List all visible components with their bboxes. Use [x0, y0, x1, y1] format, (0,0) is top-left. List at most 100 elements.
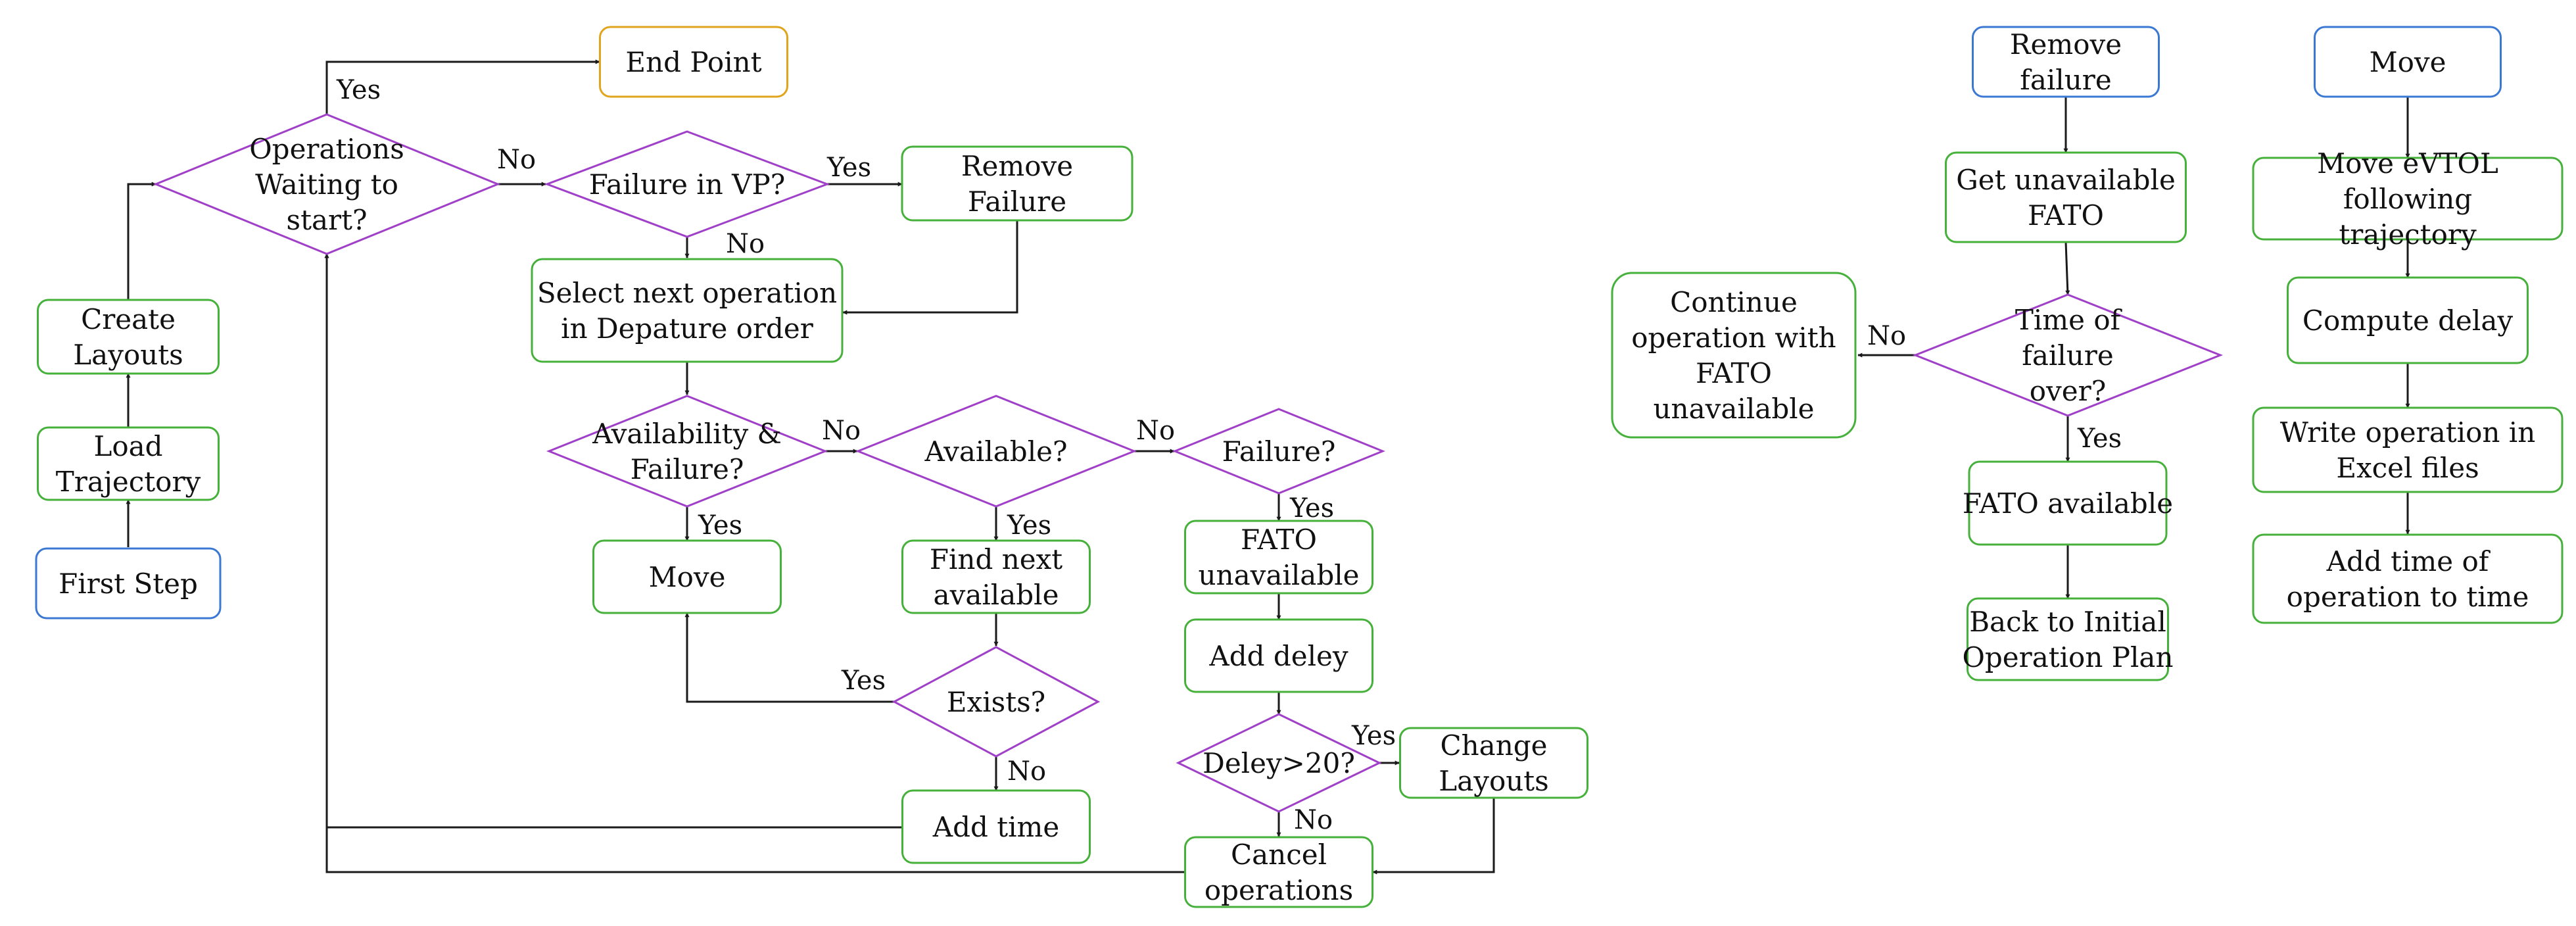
node-label-first-step: First Step	[59, 568, 198, 600]
edge-get-unavailable-to-time-of-failure	[2064, 241, 2070, 295]
node-failure-q: Failure?	[1172, 408, 1385, 495]
process-box-add-deley	[1184, 618, 1373, 693]
decision-diamond-operations-waiting	[153, 113, 500, 255]
decision-diamond-available	[855, 395, 1137, 508]
process-box-move-evtol	[2252, 157, 2564, 241]
edges-layer	[126, 59, 2410, 875]
process-box-remove-failure-main	[901, 145, 1133, 222]
start-box-first-step	[35, 547, 222, 620]
node-label-add-time: Add time	[932, 811, 1059, 843]
edge-label-exists-yes: Yes	[841, 666, 886, 696]
node-label-failure-q: Failure?	[1222, 435, 1336, 468]
node-label-move-sub: Move	[2370, 46, 2446, 78]
node-label-compute-delay: Compute delay	[2302, 305, 2513, 337]
decision-diamond-failure-in-vp	[544, 130, 830, 238]
node-label-fato-available: FATO available	[1963, 487, 2173, 520]
node-label-availability-failure: Availability &Failure?	[592, 418, 782, 485]
node-failure-in-vp: Failure in VP?	[544, 130, 830, 238]
node-move-main: Move	[592, 539, 782, 614]
process-box-find-next-available	[901, 539, 1091, 614]
process-box-fato-unavailable	[1184, 520, 1373, 595]
edge-cancel-operations-to-operations-waiting	[324, 253, 1185, 873]
edge-label-ops-yes: Yes	[336, 75, 381, 105]
decision-diamond-availability-failure	[546, 395, 828, 508]
node-label-add-deley: Add deley	[1208, 640, 1348, 672]
node-availability-failure: Availability &Failure?	[546, 395, 828, 508]
node-add-time: Add time	[901, 789, 1091, 864]
node-exists: Exists?	[892, 646, 1101, 758]
edge-labels-layer: Yes No Yes No No Yes No Yes Yes Yes No Y…	[336, 75, 2122, 835]
edge-label-ops-no: No	[497, 145, 536, 175]
edge-label-af-no: No	[822, 416, 861, 446]
process-box-load-trajectory	[37, 426, 220, 501]
edge-label-fail-yes: Yes	[1289, 493, 1334, 524]
node-fato-available: FATO available	[1963, 460, 2173, 546]
process-box-back-to-initial	[1967, 597, 2169, 681]
edge-remove-failure-to-select-next	[842, 220, 1018, 315]
edge-label-time-no: No	[1867, 321, 1906, 351]
process-box-write-operation	[2252, 406, 2564, 493]
start-box-remove-failure-sub	[1972, 26, 2160, 98]
node-label-end-point: End Point	[625, 46, 761, 78]
decision-diamond-failure-q	[1172, 408, 1385, 495]
node-deley-20: Deley>20?	[1176, 713, 1382, 813]
node-end-point: End Point	[599, 26, 788, 98]
edge-label-time-yes: Yes	[2077, 424, 2122, 454]
edge-label-deley-yes: Yes	[1351, 721, 1396, 751]
decision-diamond-exists	[892, 646, 1101, 758]
edge-label-vp-no: No	[726, 229, 765, 259]
node-label-deley-20: Deley>20?	[1203, 747, 1355, 779]
process-box-add-time-of-operation	[2252, 533, 2564, 624]
node-move-sub: Move	[2314, 26, 2502, 98]
edge-create-layouts-to-operations-waiting	[127, 182, 156, 300]
process-box-fato-available	[1968, 460, 2168, 546]
edge-label-af-yes: Yes	[698, 510, 742, 541]
node-available: Available?	[855, 395, 1137, 508]
end-box-end-point	[599, 26, 788, 98]
process-box-select-next-operation	[531, 258, 844, 363]
edge-exists-yes-to-move	[684, 612, 894, 703]
start-box-move-sub	[2314, 26, 2502, 98]
node-label-move-main: Move	[649, 561, 726, 593]
edge-label-deley-no: No	[1294, 805, 1333, 835]
node-label-available: Available?	[924, 435, 1068, 468]
edge-label-exists-no: No	[1007, 756, 1046, 787]
process-box-compute-delay	[2287, 276, 2529, 364]
node-first-step: First Step	[35, 547, 222, 620]
decision-diamond-time-of-failure-over	[1912, 293, 2224, 417]
node-label-failure-in-vp: Failure in VP?	[589, 168, 785, 201]
node-add-deley: Add deley	[1184, 618, 1373, 693]
process-box-move-main	[592, 539, 782, 614]
process-box-add-time	[901, 789, 1091, 864]
process-box-cancel-operations	[1184, 836, 1373, 908]
